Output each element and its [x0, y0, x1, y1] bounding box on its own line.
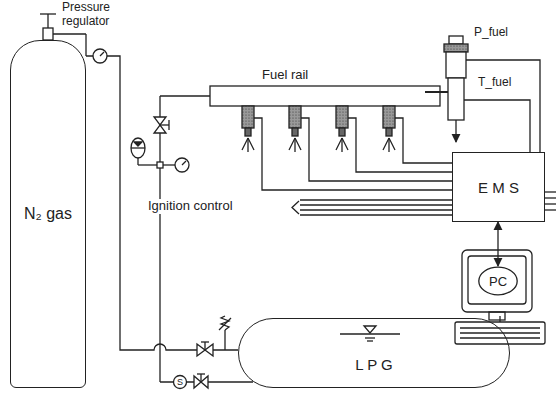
- sensor-block: [425, 36, 540, 152]
- node-text: PC: [489, 274, 507, 289]
- liquid-level: [340, 326, 400, 341]
- pressure-gauge: [93, 49, 107, 63]
- fuel-pipe: [160, 96, 253, 382]
- part-label: Ignition control: [148, 199, 233, 214]
- part-label: P_fuel: [474, 26, 508, 40]
- relief-valve: [219, 316, 231, 350]
- pressure-gauge: [163, 158, 189, 172]
- component-box: N₂ gas: [10, 40, 86, 388]
- pc-screen-label: PC: [478, 266, 518, 296]
- ems-io-lines: [545, 192, 556, 210]
- ignition-lines: [292, 200, 452, 215]
- part-label: S: [177, 377, 183, 387]
- fuel-rail: [210, 86, 440, 106]
- component-box: E M S: [452, 152, 545, 222]
- node-text: E M S: [478, 179, 519, 196]
- part-label: T_fuel: [478, 76, 511, 90]
- junction: [157, 162, 163, 168]
- injectors: [242, 106, 452, 190]
- accumulator: [131, 138, 157, 165]
- part-label: Fuel rail: [262, 68, 308, 83]
- node-text: N₂ gas: [24, 205, 72, 223]
- needle-valve: [154, 117, 169, 133]
- computer: [455, 250, 545, 344]
- shutoff-valve: [194, 374, 208, 388]
- part-label: Pressure regulator: [62, 1, 124, 29]
- inlet-valve: [197, 342, 213, 356]
- solenoid-valve: [174, 376, 187, 389]
- node-text: L P G: [355, 356, 393, 373]
- data-link: [497, 222, 498, 266]
- component-box: L P G: [238, 318, 510, 388]
